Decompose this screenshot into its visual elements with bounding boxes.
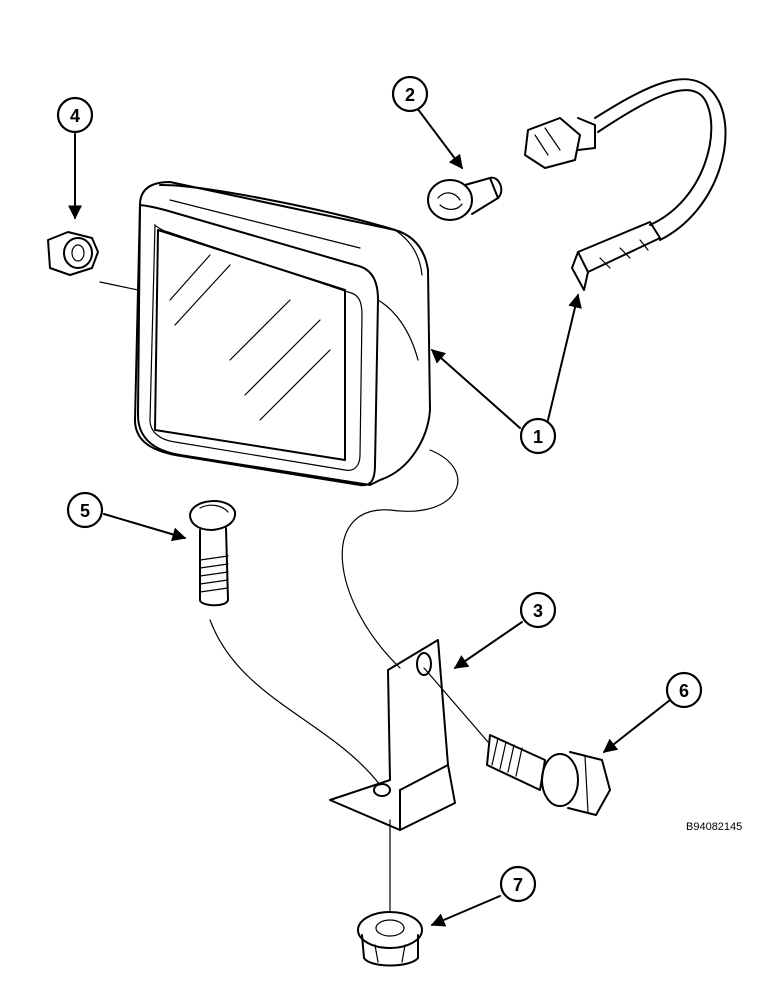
callout-2: 2 — [391, 75, 429, 113]
callout-7: 7 — [499, 865, 537, 903]
figure-reference: B94082145 — [686, 821, 742, 833]
callout-3-label: 3 — [533, 601, 543, 621]
work-lamp-housing — [99, 181, 431, 487]
callout-6: 6 — [665, 671, 703, 709]
callout-1-label: 1 — [533, 427, 543, 447]
bulb — [427, 176, 503, 221]
callout-6-label: 6 — [679, 681, 689, 701]
callout-5: 5 — [66, 491, 104, 529]
bolt-5 — [189, 500, 237, 607]
callout-4-label: 4 — [70, 106, 80, 126]
assembly-lines — [209, 449, 489, 913]
callout-5-label: 5 — [80, 501, 90, 521]
callout-7-label: 7 — [513, 875, 523, 895]
callout-4: 4 — [56, 96, 94, 134]
callout-1: 1 — [519, 417, 557, 455]
leader-lines — [68, 103, 671, 927]
nut-4 — [47, 231, 99, 276]
flange-bolt-6 — [486, 734, 611, 816]
flange-nut-7 — [357, 911, 423, 967]
mounting-bracket — [329, 639, 456, 831]
callout-3: 3 — [519, 591, 557, 629]
callout-2-label: 2 — [405, 85, 415, 105]
wire-harness — [524, 78, 727, 291]
